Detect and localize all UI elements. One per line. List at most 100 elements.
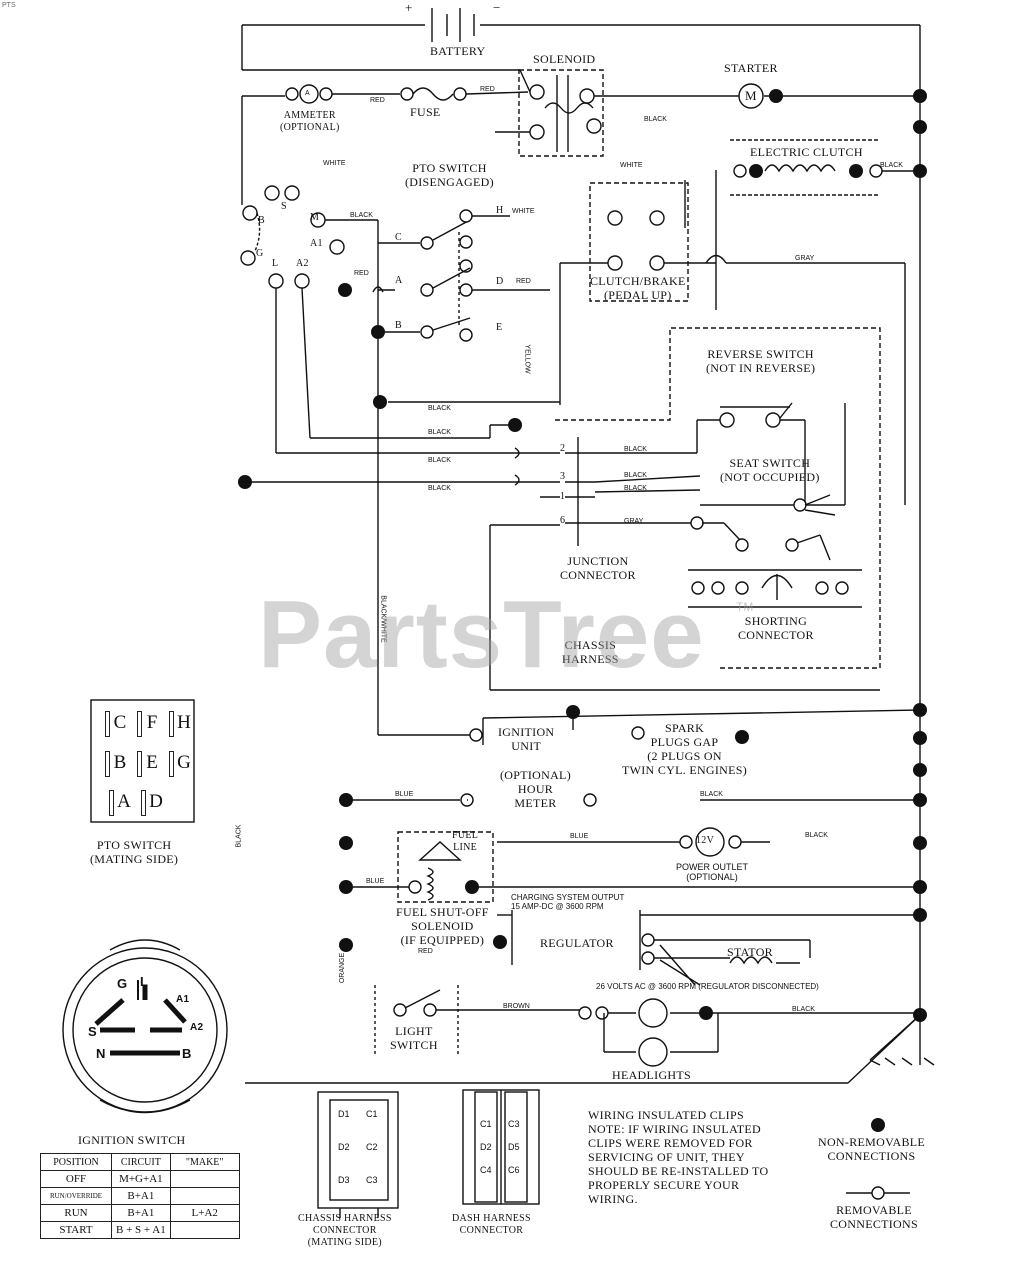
wiring-clips-note: WIRING INSULATED CLIPS NOTE: IF WIRING I… — [588, 1108, 769, 1206]
wire-orange: ORANGE — [339, 952, 347, 984]
pto-mating-d: D — [141, 788, 166, 816]
wire-red: RED — [418, 948, 433, 955]
dash-pin: C1 — [480, 1119, 492, 1129]
power-outlet-label: POWER OUTLET (OPTIONAL) — [676, 862, 749, 882]
wire-gray: GRAY — [795, 255, 815, 262]
battery-plus: + — [405, 0, 413, 15]
junction-pin-2: 2 — [560, 443, 566, 454]
wire-black: BLACK — [880, 162, 903, 169]
wire-black: BLACK — [428, 485, 451, 492]
junction-pin-3: 3 — [560, 471, 566, 482]
ign-terminal-a2: A2 — [296, 258, 309, 269]
junction-pin-6: 6 — [560, 515, 566, 526]
ign-face-g: G — [117, 976, 128, 991]
hour-meter-label: (OPTIONAL) HOUR METER — [500, 768, 571, 810]
wire-black: BLACK — [805, 832, 828, 839]
starter-label: STARTER — [724, 61, 778, 75]
wire-black: BLACK — [624, 472, 647, 479]
table-cell — [169, 1187, 240, 1205]
dash-pin: C6 — [508, 1165, 520, 1175]
ign-face-a2: A2 — [190, 1022, 204, 1033]
chassis-pin: D2 — [338, 1142, 350, 1152]
pto-terminal-e: E — [496, 322, 503, 333]
spark-plugs-label: SPARK PLUGS GAP (2 PLUGS ON TWIN CYL. EN… — [622, 721, 748, 777]
pto-mating-b: B — [105, 749, 130, 777]
ignition-switch-label: IGNITION SWITCH — [78, 1133, 186, 1147]
pto-switch-mating-label: PTO SWITCH (MATING SIDE) — [90, 838, 179, 866]
ammeter-symbol: A — [305, 90, 310, 97]
wire-white: WHITE — [323, 160, 346, 167]
regulator-label: REGULATOR — [540, 936, 614, 950]
fuse-label: FUSE — [410, 105, 441, 119]
ign-face-b: B — [182, 1046, 192, 1061]
wire-red: RED — [480, 86, 495, 93]
reverse-switch-label: REVERSE SWITCH (NOT IN REVERSE) — [706, 347, 816, 375]
dash-pin: C3 — [508, 1119, 520, 1129]
fuel-line-label: FUEL LINE — [452, 830, 479, 853]
wire-black: BLACK — [624, 485, 647, 492]
battery-label: BATTERY — [430, 44, 486, 58]
wire-yellow: YELLOW — [523, 344, 531, 374]
wire-black-headlight: BLACK — [792, 1006, 815, 1013]
wire-black: BLACK — [644, 116, 667, 123]
dash-pin: C4 — [480, 1165, 492, 1175]
chassis-pin: C3 — [366, 1175, 378, 1185]
wire-black: BLACK — [428, 429, 451, 436]
ac-voltage-note: 26 VOLTS AC @ 3600 RPM (REGULATOR DISCON… — [596, 982, 819, 991]
dash-pin: D5 — [508, 1142, 520, 1152]
ign-face-s: S — [88, 1024, 97, 1039]
dash-pin: D2 — [480, 1142, 492, 1152]
pto-mating-c: C — [105, 709, 130, 737]
table-row: START B + S + A1 — [40, 1221, 240, 1239]
table-cell — [169, 1170, 240, 1188]
table-row: OFF M+G+A1 — [40, 1170, 240, 1188]
starter-motor-symbol: M — [745, 88, 757, 103]
pto-mating-f: F — [137, 709, 162, 737]
pto-terminal-a: A — [395, 275, 403, 286]
table-cell: START — [40, 1221, 112, 1239]
table-row: RUN/OVERRIDE B+A1 — [40, 1187, 240, 1205]
legend-non-removable: NON-REMOVABLE CONNECTIONS — [818, 1135, 926, 1163]
table-cell — [169, 1221, 240, 1239]
clutch-brake-label: CLUTCH/BRAKE (PEDAL UP) — [590, 274, 686, 302]
chassis-pin: D1 — [338, 1109, 350, 1119]
pto-terminal-c: C — [395, 232, 402, 243]
table-cell: RUN/OVERRIDE — [40, 1187, 112, 1205]
wire-white: WHITE — [620, 162, 643, 169]
watermark-trademark: TM — [736, 600, 754, 614]
ign-terminal-m: M — [310, 212, 320, 223]
wire-blue: BLUE — [395, 791, 414, 798]
junction-connector-label: JUNCTION CONNECTOR — [560, 554, 636, 582]
wire-white: WHITE — [512, 208, 535, 215]
table-header: "MAKE" — [169, 1153, 240, 1171]
table-cell: RUN — [40, 1204, 112, 1222]
wire-red: RED — [370, 97, 385, 104]
legend-removable: REMOVABLE CONNECTIONS — [830, 1203, 918, 1231]
battery-minus: − — [493, 0, 501, 15]
junction-pin-1: 1 — [560, 491, 566, 502]
ign-face-n: N — [96, 1046, 106, 1061]
ammeter-label: AMMETER (OPTIONAL) — [280, 110, 340, 133]
charging-note: CHARGING SYSTEM OUTPUT 15 AMP-DC @ 3600 … — [511, 893, 625, 911]
pto-terminal-b: B — [395, 320, 402, 331]
pto-mating-g: G — [169, 749, 194, 777]
pto-mating-h: H — [169, 709, 194, 737]
seat-switch-label: SEAT SWITCH (NOT OCCUPIED) — [720, 456, 820, 484]
chassis-harness-label: CHASSIS HARNESS — [562, 638, 619, 666]
pto-terminal-d: D — [496, 276, 504, 287]
stator-label: STATOR — [727, 945, 773, 959]
electric-clutch-label: ELECTRIC CLUTCH — [750, 145, 863, 159]
wire-blue: BLUE — [366, 878, 385, 885]
ign-face-a1: A1 — [176, 994, 190, 1005]
power-outlet-12v: 12V — [696, 835, 715, 846]
table-row: RUN B+A1 L+A2 — [40, 1204, 240, 1222]
chassis-pin: C2 — [366, 1142, 378, 1152]
light-switch-label: LIGHT SWITCH — [390, 1024, 438, 1052]
solenoid-label: SOLENOID — [533, 52, 596, 66]
ign-terminal-b: B — [258, 215, 265, 226]
page-tag: PTS — [2, 2, 16, 9]
wire-black: BLACK — [700, 791, 723, 798]
wire-red: RED — [354, 270, 369, 277]
